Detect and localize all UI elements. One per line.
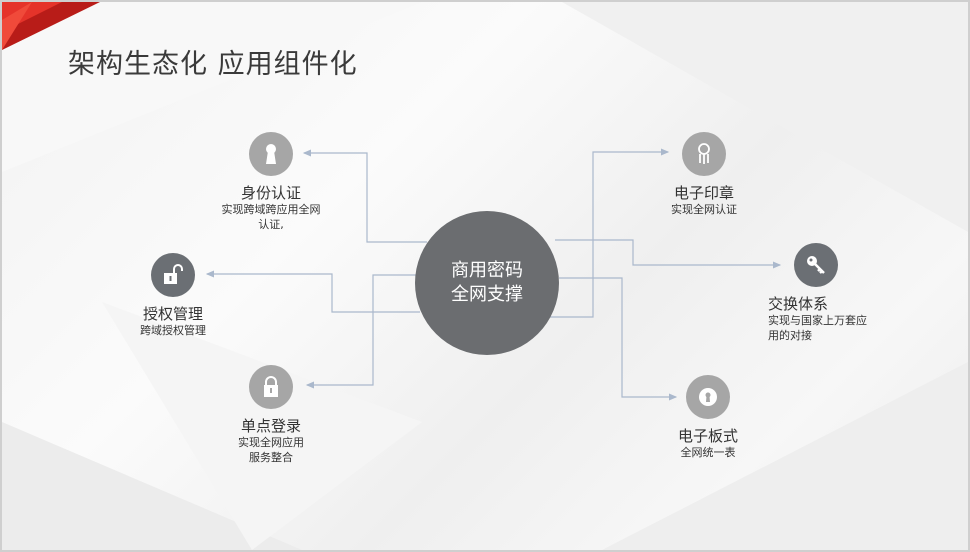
node-e-form[interactable]: 电子板式 全网统一表 xyxy=(658,375,758,460)
node-desc: 实现跨域跨应用全网 xyxy=(221,203,321,216)
seal-icon xyxy=(682,132,726,176)
node-exchange[interactable]: 交换体系 实现与国家上万套应 用的对接 xyxy=(768,243,880,343)
keyhole-icon xyxy=(249,132,293,176)
node-desc: 服务整合 xyxy=(249,451,293,464)
node-desc: 用的对接 xyxy=(768,329,812,342)
center-hub: 商用密码 全网支撑 xyxy=(415,211,559,355)
node-label: 授权管理 xyxy=(142,305,203,323)
center-line1: 商用密码 xyxy=(451,260,523,281)
node-label: 电子印章 xyxy=(673,184,734,202)
node-desc: 全网统一表 xyxy=(680,446,736,459)
node-e-seal[interactable]: 电子印章 实现全网认证 xyxy=(654,132,754,217)
node-identity-auth[interactable]: 身份认证 实现跨域跨应用全网 认证, xyxy=(207,132,335,232)
node-sso[interactable]: 单点登录 实现全网应用 服务整合 xyxy=(221,365,321,465)
keyhole-circle-icon xyxy=(686,375,730,419)
red-corner-decoration xyxy=(2,2,100,50)
node-desc: 认证, xyxy=(258,218,284,231)
lock-icon xyxy=(249,365,293,409)
node-label: 电子板式 xyxy=(677,427,738,445)
node-desc: 实现全网应用 xyxy=(238,436,304,449)
unlock-icon xyxy=(151,253,195,297)
key-icon xyxy=(794,243,838,287)
node-desc: 实现全网认证 xyxy=(671,203,737,216)
node-desc: 跨域授权管理 xyxy=(140,324,206,337)
center-line2: 全网支撑 xyxy=(451,284,523,305)
node-label: 单点登录 xyxy=(240,417,301,435)
node-authorization[interactable]: 授权管理 跨域授权管理 xyxy=(128,253,218,338)
node-label: 身份认证 xyxy=(240,184,301,202)
node-desc: 实现与国家上万套应 xyxy=(768,314,867,327)
page-title: 架构生态化 应用组件化 xyxy=(68,49,358,80)
node-label: 交换体系 xyxy=(768,295,829,313)
